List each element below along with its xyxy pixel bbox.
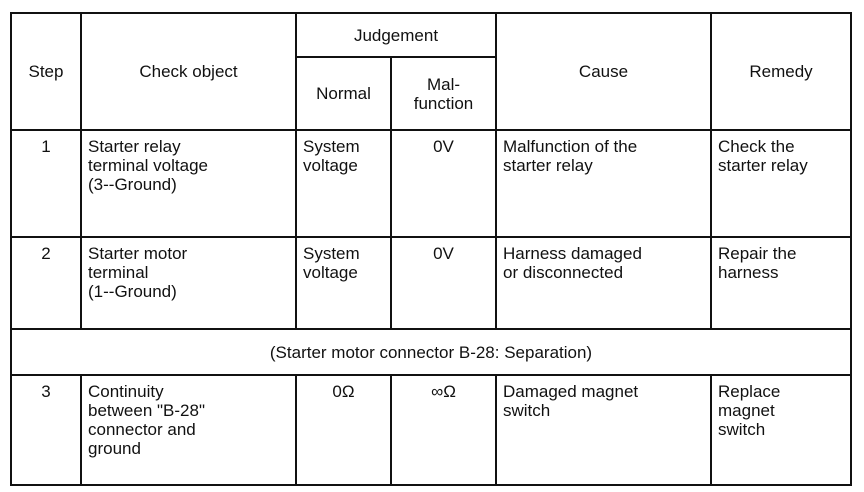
remedy-line: starter relay [718,156,808,175]
malfunction-value: ∞Ω [390,374,497,486]
cause-line: starter relay [503,156,593,175]
check-object-line: (1--Ground) [88,282,177,301]
header-malfunction-line2: function [413,93,474,113]
separation-note: (Starter motor connector B-28: Separatio… [10,328,852,376]
remedy-line: Replace [718,382,781,401]
cause: Harness damaged or disconnected [495,236,712,330]
remedy-line: Check the [718,137,795,156]
normal-value: System voltage [295,129,392,238]
remedy-line: harness [718,263,779,282]
remedy: Replace magnet switch [710,374,852,486]
check-object: Continuity between "B-28" connector and … [80,374,297,486]
header-check-object: Check object [80,12,297,131]
header-malfunction: Mal- function [390,56,497,131]
check-object: Starter motor terminal (1--Ground) [80,236,297,330]
separation-note-row: (Starter motor connector B-28: Separatio… [10,328,852,376]
normal-line: System [303,244,360,263]
step-number: 3 [10,374,82,486]
normal-line: voltage [303,263,358,282]
diagnosis-table: Step Check object Judgement Cause Remedy… [10,12,852,486]
cause-line: Harness damaged [503,244,642,263]
check-object-line: (3--Ground) [88,175,177,194]
cause: Malfunction of the starter relay [495,129,712,238]
check-object-line: between "B-28" [88,401,205,420]
cause-line: switch [503,401,551,420]
cause-line: Malfunction of the [503,137,638,156]
check-object-line: Starter motor [88,244,188,263]
table-row: 1 Starter relay terminal voltage (3--Gro… [10,129,852,238]
malfunction-value: 0V [390,236,497,330]
check-object-line: ground [88,439,141,458]
check-object-line: terminal voltage [88,156,209,175]
normal-value: 0Ω [295,374,392,486]
cause-line: Damaged magnet [503,382,639,401]
remedy: Repair the harness [710,236,852,330]
remedy: Check the starter relay [710,129,852,238]
header-malfunction-line1: Mal- [426,74,461,94]
remedy-line: switch [718,420,766,439]
normal-line: voltage [303,156,358,175]
header-cause: Cause [495,12,712,131]
step-number: 1 [10,129,82,238]
header-step: Step [10,12,82,131]
cause-line: or disconnected [503,263,624,282]
normal-value: System voltage [295,236,392,330]
check-object-line: terminal [88,263,149,282]
table-row: 3 Continuity between "B-28" connector an… [10,374,852,486]
check-object-line: connector and [88,420,196,439]
check-object: Starter relay terminal voltage (3--Groun… [80,129,297,238]
normal-line: 0Ω [332,382,355,401]
check-object-line: Continuity [88,382,164,401]
remedy-line: magnet [718,401,775,420]
header-normal: Normal [295,56,392,131]
remedy-line: Repair the [718,244,797,263]
cause: Damaged magnet switch [495,374,712,486]
table-row: 2 Starter motor terminal (1--Ground) Sys… [10,236,852,330]
normal-line: System [303,137,360,156]
malfunction-value: 0V [390,129,497,238]
check-object-line: Starter relay [88,137,181,156]
step-number: 2 [10,236,82,330]
header-remedy: Remedy [710,12,852,131]
header-judgement: Judgement [295,12,497,58]
